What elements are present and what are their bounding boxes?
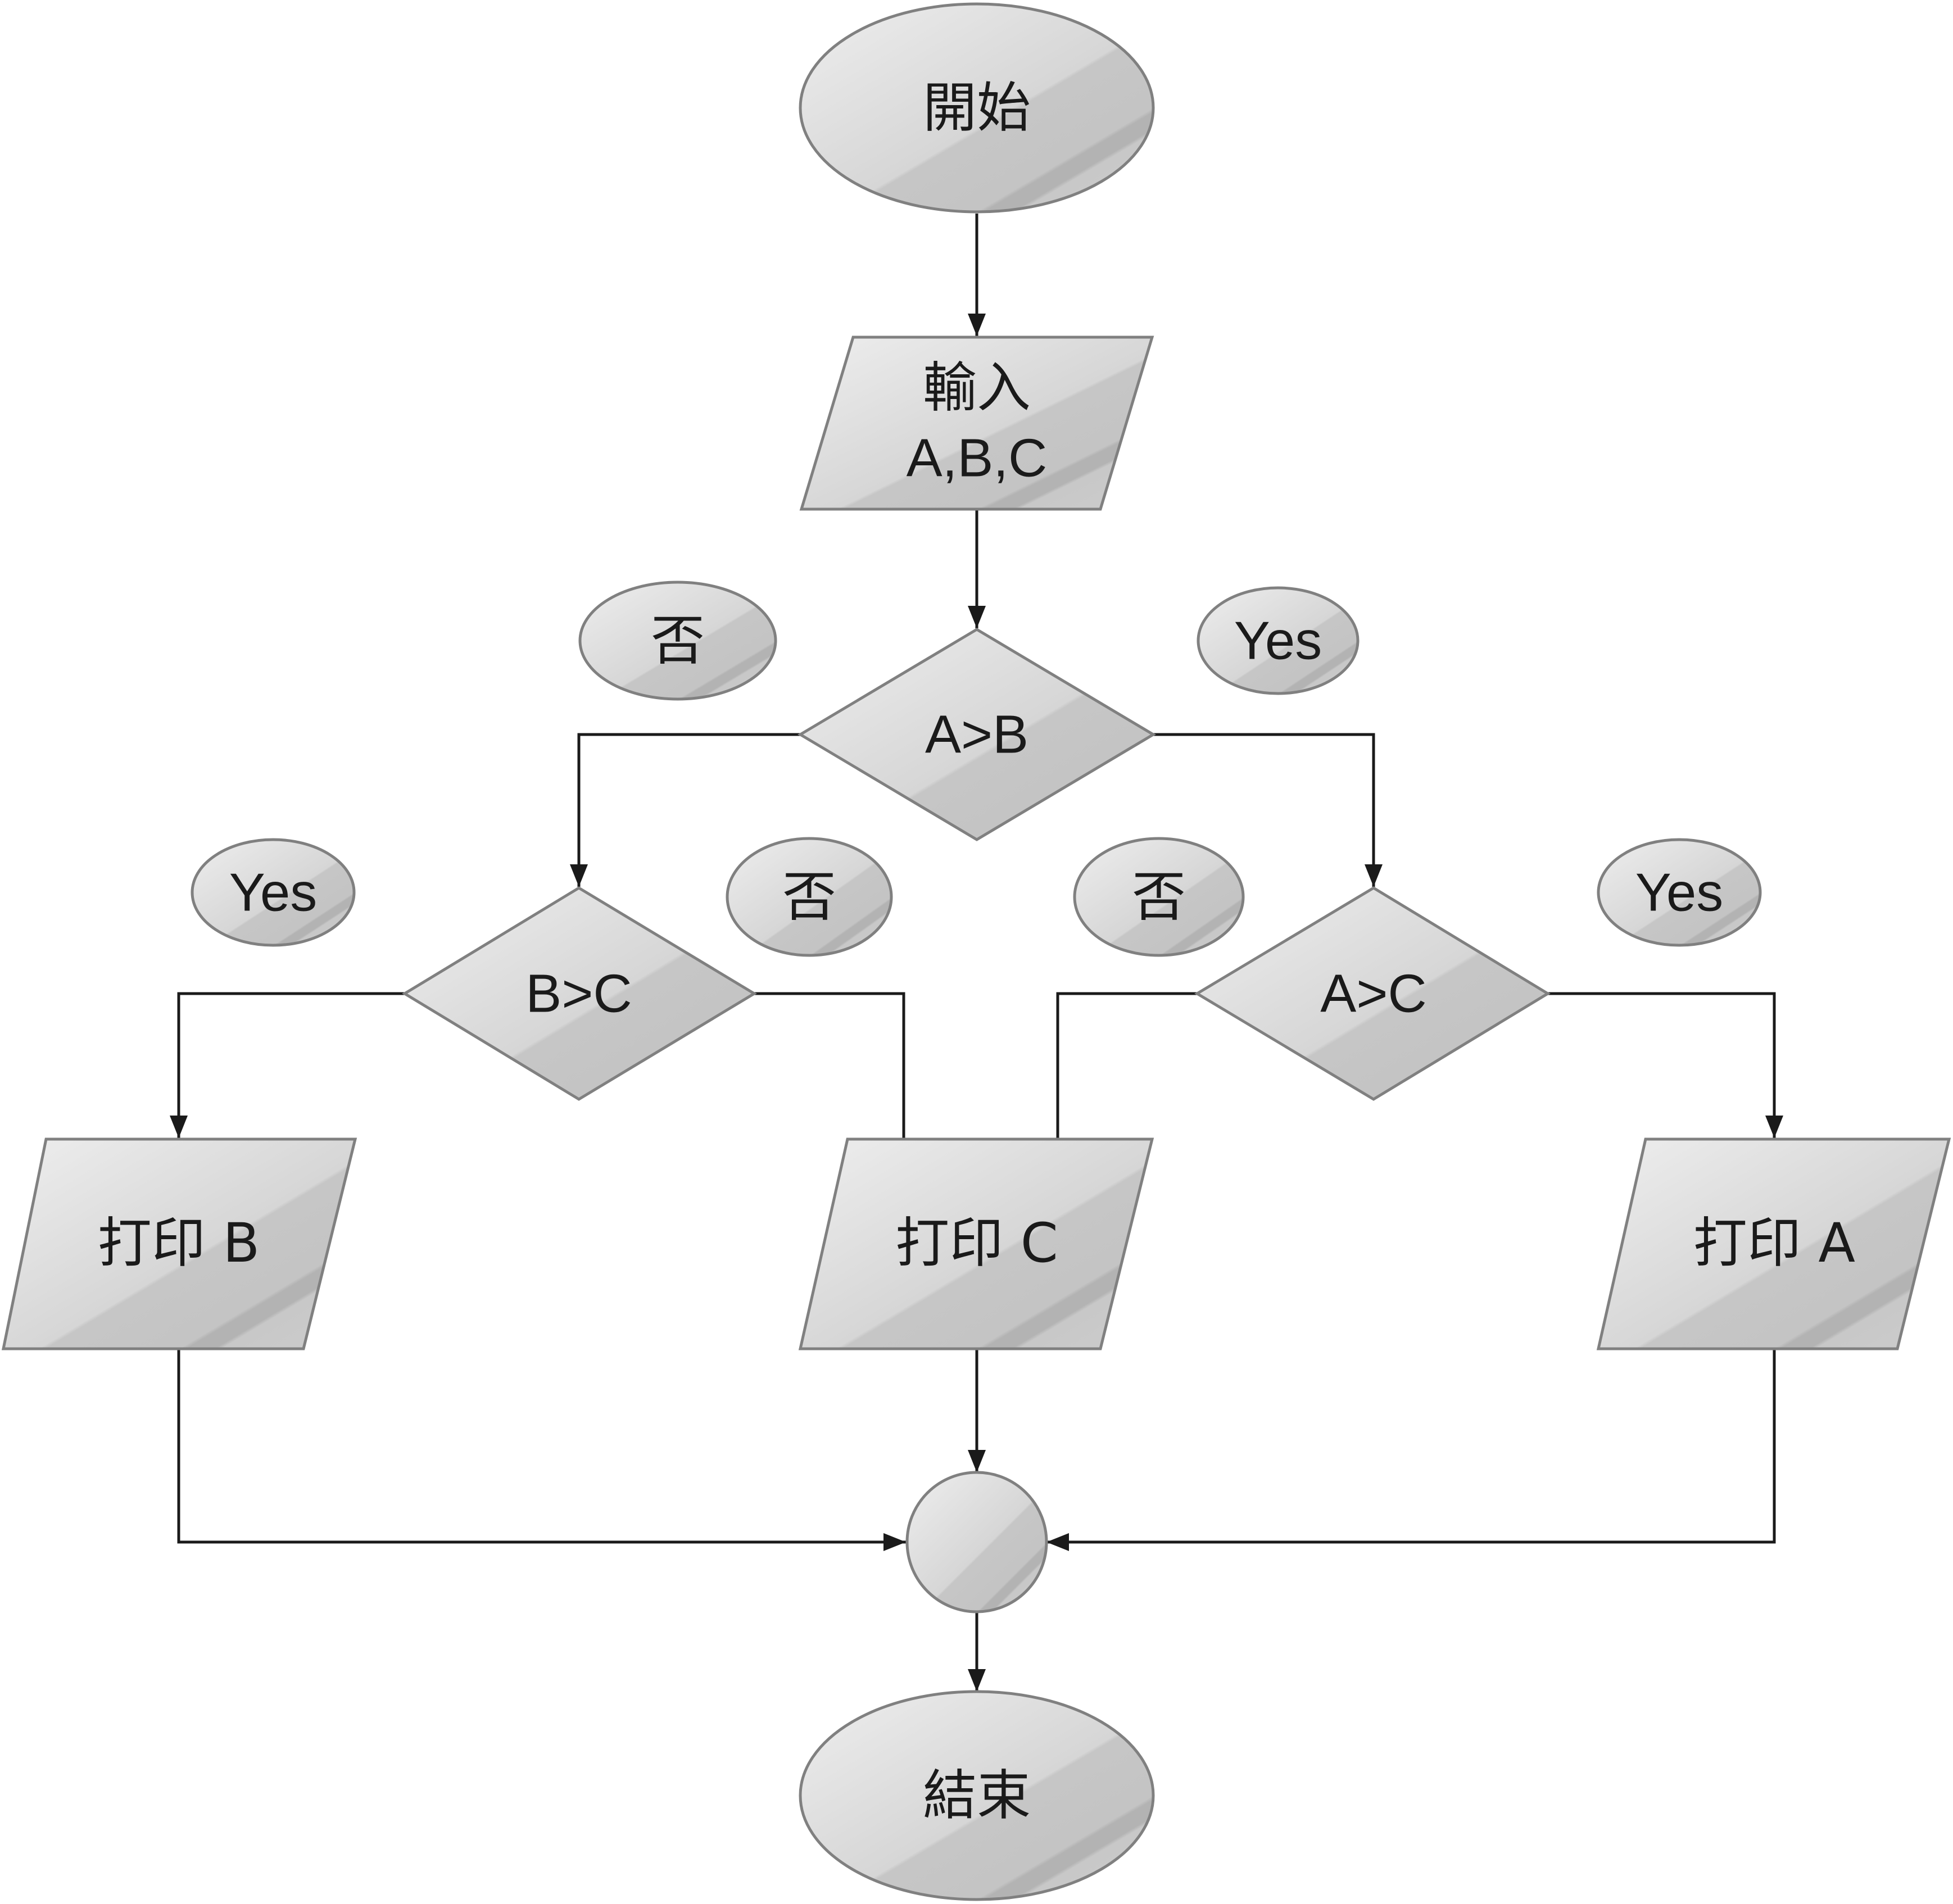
edge-bc-yes-to-print-b — [170, 992, 405, 1138]
branch-label-bc-no: 否 — [782, 865, 836, 928]
branch-label-ac-no: 否 — [1132, 865, 1186, 928]
branch-label-ab-no: 否 — [651, 609, 705, 672]
decision-b-gt-c — [402, 886, 757, 1101]
edge-ab-no-to-bc — [570, 733, 800, 887]
branch-bubble-ab-no — [578, 581, 777, 701]
start-label: 開始 — [923, 76, 1031, 139]
decision-a-gt-b — [797, 628, 1156, 841]
branch-label-bc-yes: Yes — [229, 863, 318, 923]
merge-connector — [905, 1471, 1048, 1613]
input-label-line2: A,B,C — [907, 428, 1048, 488]
branch-bubble-ac-yes — [1597, 838, 1762, 947]
edge-ac-no-to-print-c — [1056, 992, 1197, 1138]
input-label-line1: 輸入 — [923, 356, 1031, 419]
end-node — [799, 1690, 1155, 1901]
decision-a-gt-b-label: A>B — [925, 705, 1028, 765]
print-a-node — [1596, 1137, 1951, 1350]
end-label: 結束 — [923, 1764, 1031, 1827]
print-b-node — [1, 1137, 357, 1350]
print-b-label: 打印 B — [98, 1212, 260, 1275]
input-node — [799, 336, 1154, 511]
print-c-node — [798, 1137, 1154, 1350]
branch-bubble-ac-no — [1073, 837, 1245, 957]
start-node — [799, 2, 1155, 214]
print-c-label: 打印 C — [895, 1212, 1058, 1275]
edge-print-a-to-merge — [1046, 1349, 1776, 1551]
branch-bubble-bc-no — [726, 837, 893, 957]
decision-b-gt-c-label: B>C — [525, 964, 632, 1024]
branch-label-ac-yes: Yes — [1635, 863, 1724, 923]
decision-a-gt-c — [1194, 886, 1551, 1101]
edge-ab-yes-to-ac — [1153, 733, 1383, 887]
edge-bc-no-to-print-c — [754, 992, 905, 1138]
branch-label-ab-yes: Yes — [1234, 611, 1322, 671]
edge-ac-yes-to-print-a — [1548, 992, 1783, 1138]
branch-bubble-bc-yes — [191, 838, 356, 947]
print-a-label: 打印 A — [1693, 1212, 1855, 1275]
decision-a-gt-c-label: A>C — [1320, 964, 1426, 1024]
edge-print-b-to-merge — [177, 1349, 906, 1551]
branch-bubble-ab-yes — [1197, 586, 1360, 695]
